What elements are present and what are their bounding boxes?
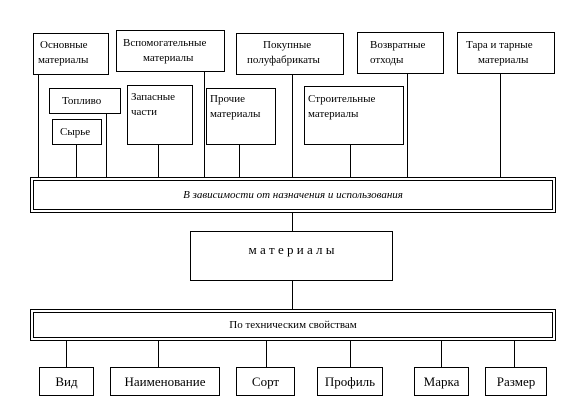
bottom-box-type: Вид [39,367,94,396]
box-label: материалы [38,54,89,66]
bottom-box-label: Профиль [324,373,376,389]
top-box-auxiliary-materials: Вспомогательные материалы [116,30,225,72]
bottom-box-label: Наименование [124,373,206,389]
connector-line [292,213,293,231]
box-label: Запасные [131,91,176,103]
connector-line [350,341,351,367]
box-label: материалы [308,108,359,120]
bottom-box-profile: Профиль [317,367,383,396]
box-label: Сырье [60,126,91,138]
bottom-box-label: Марка [423,373,460,389]
connector-line [514,341,515,367]
connector-line [500,74,501,177]
box-label: отходы [370,54,404,66]
connector-line [204,72,205,177]
box-label: полуфабрикаты [247,54,320,66]
bottom-box-mark: Марка [414,367,469,396]
box-label: Покупные [263,39,312,51]
top-box-purchased-semifinished: Покупные полуфабрикаты [236,33,344,75]
mid-box-raw: Сырье [52,119,102,145]
box-label: материалы [478,54,529,66]
mid-box-spare-parts: Запасные части [127,85,193,145]
top-box-returnable-waste: Возвратные отходы [357,32,444,74]
box-label: материалы [210,108,261,120]
connector-line [292,281,293,309]
connector-line [38,75,39,177]
box-label: Топливо [62,95,102,107]
bottom-box-label: Сорт [251,373,280,389]
top-box-main-materials: Основные материалы [33,33,109,75]
bottom-box-name: Наименование [110,367,220,396]
purpose-band-inner: В зависимости от назначения и использова… [33,180,553,210]
bottom-box-label: Размер [496,373,536,389]
box-label: Возвратные [370,39,426,51]
box-label: Строительные [308,93,376,105]
purpose-band: В зависимости от назначения и использова… [30,177,556,213]
box-label: Вспомогательные [123,37,207,49]
technical-band: По техническим свойствам [30,309,556,341]
box-label: части [131,106,157,118]
bottom-box-label: Вид [55,373,78,389]
bottom-box-size: Размер [485,367,547,396]
technical-band-inner: По техническим свойствам [33,312,553,338]
connector-line [158,341,159,367]
connector-line [158,145,159,177]
purpose-band-label: В зависимости от назначения и использова… [183,189,403,201]
top-box-containers: Тара и тарные материалы [457,32,555,74]
mid-box-other-materials: Прочие материалы [206,88,276,145]
box-label: Основные [40,39,88,51]
bottom-box-grade: Сорт [236,367,295,396]
materials-label: м а т е р и а л ы [248,242,335,257]
connector-line [239,145,240,177]
connector-line [266,341,267,367]
box-label: материалы [143,52,194,64]
mid-box-construction-materials: Строительные материалы [304,86,404,145]
connector-line [66,341,67,367]
connector-line [106,114,107,177]
materials-box: м а т е р и а л ы [190,231,393,281]
mid-box-fuel: Топливо [49,88,121,114]
connector-line [441,341,442,367]
connector-line [76,145,77,177]
box-label: Прочие [210,93,245,105]
technical-band-label: По техническим свойствам [229,319,357,331]
connector-line [407,74,408,177]
box-label: Тара и тарные [466,39,533,51]
connector-line [350,145,351,177]
connector-line [292,75,293,177]
